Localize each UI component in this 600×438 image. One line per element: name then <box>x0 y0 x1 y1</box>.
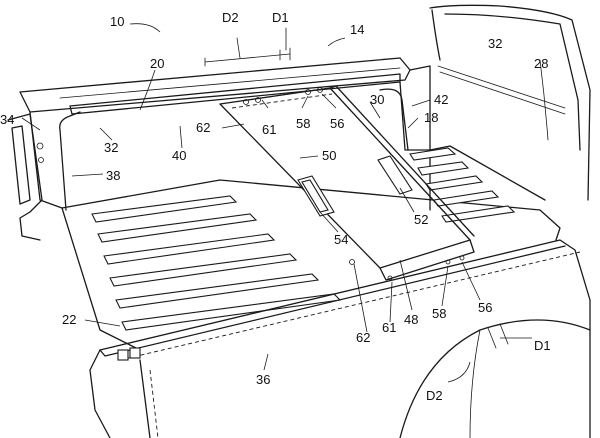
leader-lines <box>21 23 532 383</box>
floor-ribs-left <box>91 195 342 331</box>
label-61-top: 61 <box>262 122 276 137</box>
label-56-bottom: 56 <box>478 300 492 315</box>
label-d2-top: D2 <box>222 10 239 25</box>
label-d1-top: D1 <box>272 10 289 25</box>
label-18: 18 <box>424 110 438 125</box>
label-58-top: 58 <box>296 116 310 131</box>
label-14: 14 <box>350 22 364 37</box>
label-34: 34 <box>0 112 14 127</box>
label-36: 36 <box>256 372 270 387</box>
label-62-top: 62 <box>196 120 210 135</box>
label-22: 22 <box>62 312 76 327</box>
label-10: 10 <box>110 14 124 29</box>
near-side-body <box>89 239 591 438</box>
label-61-bottom: 61 <box>382 320 396 335</box>
label-50: 50 <box>322 148 336 163</box>
label-42: 42 <box>434 92 448 107</box>
label-32-right: 32 <box>488 36 502 51</box>
dimension-marks-top <box>204 27 291 67</box>
label-38: 38 <box>106 168 120 183</box>
label-62-bottom: 62 <box>356 330 370 345</box>
label-40: 40 <box>172 148 186 163</box>
label-d1-bottom: D1 <box>534 338 551 353</box>
floor-ribs-right <box>409 147 516 223</box>
truck-cab <box>429 4 591 201</box>
label-20: 20 <box>150 56 164 71</box>
label-28: 28 <box>534 56 548 71</box>
label-56-top: 56 <box>330 116 344 131</box>
label-58-bottom: 58 <box>432 306 446 321</box>
label-32-left: 32 <box>104 140 118 155</box>
divider-panel <box>219 85 475 281</box>
label-52: 52 <box>414 212 428 227</box>
label-d2-bottom: D2 <box>426 388 443 403</box>
bed-rails <box>19 57 431 211</box>
label-54: 54 <box>334 232 348 247</box>
label-30: 30 <box>370 92 384 107</box>
tailgate-end <box>7 113 44 241</box>
label-48: 48 <box>404 312 418 327</box>
reference-numerals: 10 D2 D1 14 32 28 20 34 30 42 18 62 61 5… <box>0 10 551 403</box>
